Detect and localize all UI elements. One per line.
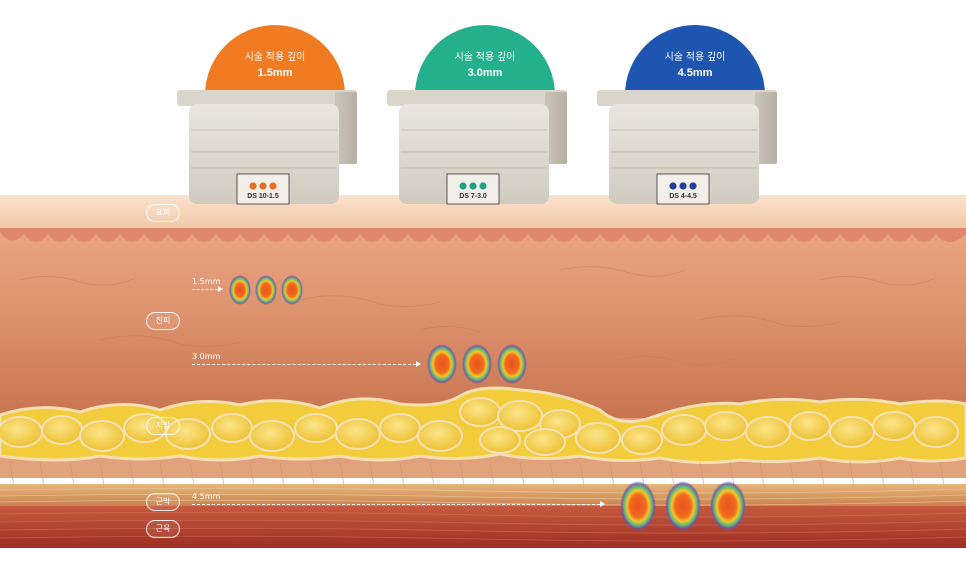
focal-point [281, 275, 303, 305]
indicator-dot [689, 182, 697, 190]
depth-badge-1 [205, 25, 345, 95]
dermis-fibers [19, 266, 936, 366]
indicator-dot [469, 182, 477, 190]
badge-depth: 3.0mm [467, 67, 503, 79]
cartridge-side-tab [335, 92, 357, 164]
connective-strands [9, 461, 945, 487]
indicator-dot [679, 182, 687, 190]
focal-point [229, 275, 251, 305]
focal-point [255, 275, 277, 305]
depth-badge-2-text: 시술 적용 깊이 3.0mm [425, 48, 545, 79]
badge-title: 시술 적용 깊이 [454, 52, 516, 63]
cartridge-3 [597, 25, 777, 205]
fascia-lines [0, 487, 966, 506]
cartridge-label-plate [236, 173, 290, 205]
layer-label-dermis: 진피 [146, 312, 180, 330]
indicator-dot [249, 182, 257, 190]
depth-label: 3.0mm [192, 352, 221, 361]
dermis-papillae [0, 228, 966, 242]
cartridge-body [177, 90, 357, 106]
badge-title: 시술 적용 깊이 [244, 52, 306, 63]
indicator-dot [269, 182, 277, 190]
cartridge-body [609, 104, 759, 204]
focal-points-3-0mm [427, 344, 527, 384]
focal-point [427, 344, 457, 384]
layer-label-fascia: 근막 [146, 493, 180, 511]
badge-title: 시술 적용 깊이 [664, 52, 726, 63]
cartridge-2 [387, 25, 567, 205]
depth-label: 1.5mm [192, 277, 221, 286]
focal-point [665, 481, 701, 531]
focal-points-1-5mm [229, 275, 303, 305]
badge-depth: 4.5mm [677, 67, 713, 79]
dashed-arrow [192, 501, 605, 507]
layer-label-epidermis: 표피 [146, 204, 180, 222]
depth-badge-1-text: 시술 적용 깊이 1.5mm [215, 48, 335, 79]
depth-badge-3 [625, 25, 765, 95]
cartridge-side-tab [755, 92, 777, 164]
cartridge-body [399, 104, 549, 204]
indicator-dot [669, 182, 677, 190]
cartridge-body [387, 90, 567, 106]
layer-label-fat: 지방 [146, 417, 180, 435]
cartridge-code-3: DS 4-4.5 [669, 193, 697, 200]
dashed-arrow [192, 286, 223, 292]
depth-badge-3-text: 시술 적용 깊이 4.5mm [635, 48, 755, 79]
focal-points-4-5mm [620, 481, 746, 531]
muscle-layer [0, 506, 966, 548]
cartridge-code-2: DS 7-3.0 [459, 193, 487, 200]
indicator-dot [459, 182, 467, 190]
dashed-arrow [192, 361, 421, 367]
focal-point [620, 481, 656, 531]
indicator-dot [259, 182, 267, 190]
badge-depth: 1.5mm [257, 67, 293, 79]
focal-point [710, 481, 746, 531]
cartridge-body [189, 104, 339, 204]
cartridge-body [597, 90, 777, 106]
focal-point [462, 344, 492, 384]
depth-label: 4.5mm [192, 492, 221, 501]
layer-label-muscle: 근육 [146, 520, 180, 538]
indicator-dot [479, 182, 487, 190]
dermis-layer [0, 228, 966, 418]
cartridge-1 [177, 25, 357, 205]
focal-point [497, 344, 527, 384]
fat-cells [0, 397, 959, 456]
cartridge-code-1: DS 10-1.5 [247, 193, 279, 200]
cartridge-side-tab [545, 92, 567, 164]
depth-badge-2 [415, 25, 555, 95]
